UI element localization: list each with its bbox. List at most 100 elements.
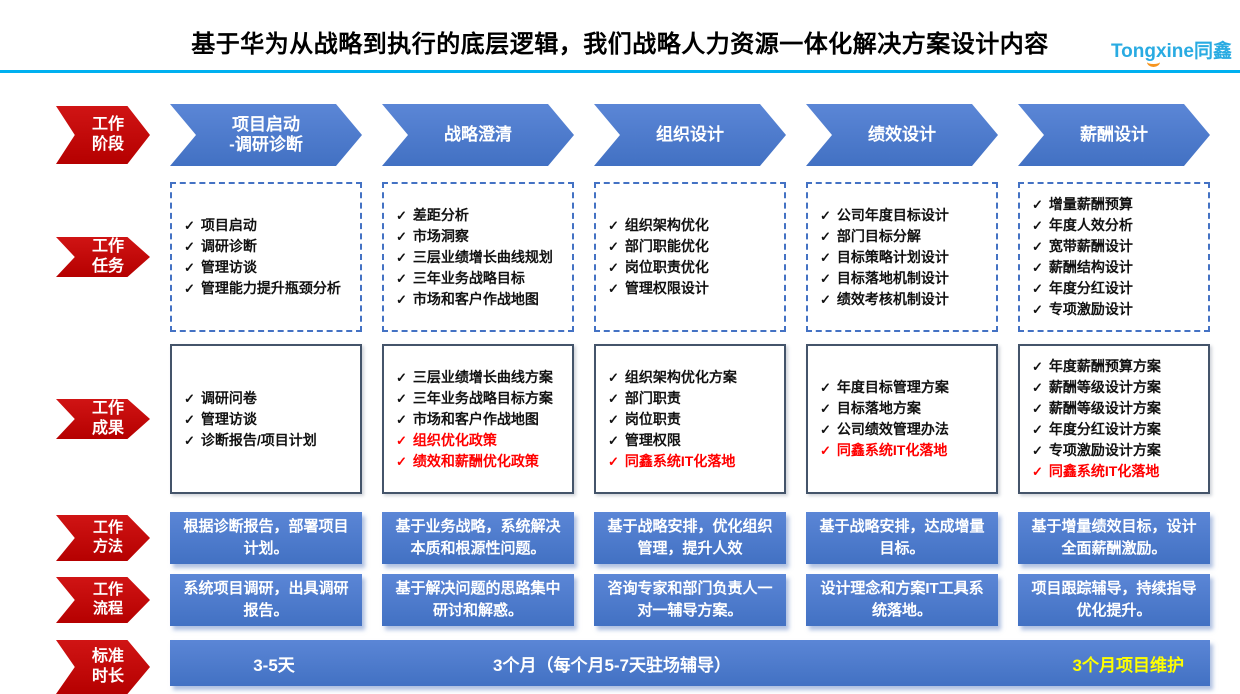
check-icon: ✓ [396, 291, 407, 307]
header-divider [0, 70, 1240, 73]
check-item-label: 薪酬等级设计方案 [1048, 379, 1161, 395]
check-item: ✓ 组织架构优化方案 [608, 367, 776, 388]
check-icon: ✓ [608, 390, 619, 406]
task-box-4: ✓公司年度目标设计✓部门目标分解✓目标策略计划设计✓目标落地机制设计✓绩效考核机… [806, 182, 998, 332]
result-box-2: ✓三层业绩增长曲线方案✓三年业务战略目标方案✓市场和客户作战地图✓组织优化政策✓… [382, 344, 574, 494]
method-box-2: 基于业务战略，系统解决本质和根源性问题。 [382, 512, 574, 564]
logo-text: Tongxine [1111, 41, 1194, 67]
check-icon: ✓ [184, 411, 195, 427]
check-item: ✓ 部门职责 [608, 388, 776, 409]
check-item-label: 薪酬等级设计方案 [1048, 400, 1161, 416]
row-label-process: 工作 流程 [56, 577, 150, 623]
check-item-label: 三层业绩增长曲线规划 [412, 248, 553, 265]
check-item-label: 部门职责 [624, 389, 681, 406]
check-icon: ✓ [820, 270, 831, 286]
check-item-label: 市场洞察 [412, 227, 469, 244]
task-box-3: ✓组织架构优化✓部门职能优化✓岗位职责优化✓管理权限设计 [594, 182, 786, 332]
check-item: ✓同鑫系统IT化落地 [608, 451, 776, 472]
check-icon: ✓ [396, 228, 407, 244]
check-item: ✓三年业务战略目标 [396, 268, 564, 289]
task-box-2: ✓差距分析✓市场洞察✓三层业绩增长曲线规划✓三年业务战略目标✓市场和客户作战地图 [382, 182, 574, 332]
check-item: ✓ 绩效和薪酬优化政策 [396, 451, 564, 472]
check-item: ✓管理能力提升瓶颈分析 [184, 278, 352, 299]
check-item-label: 市场和客户作战地图 [412, 290, 539, 307]
check-item: ✓管理访谈 [184, 257, 352, 278]
check-icon: ✓ [608, 432, 619, 448]
check-icon: ✓ [820, 207, 831, 223]
stage-arrow-label: 组织设计 [656, 124, 724, 144]
check-item-label: 调研诊断 [200, 238, 257, 254]
check-item: ✓年度人效分析 [1032, 215, 1200, 236]
check-item: ✓ 市场和客户作战地图 [396, 409, 564, 430]
check-item: ✓三年业务战略目标方案 [396, 388, 564, 409]
check-icon: ✓ [608, 369, 619, 385]
check-item-label: 组织架构优化 [624, 217, 709, 233]
duration-middle: 3个月（每个月5-7天驻场辅导） [492, 655, 732, 675]
check-icon: ✓ [184, 260, 195, 275]
check-icon: ✓ [1032, 281, 1043, 296]
check-item: ✓诊断报告/项目计划 [184, 430, 352, 451]
logo-suffix: 同鑫 [1193, 41, 1232, 62]
method-box-3: 基于战略安排，优化组织管理，提升人效 [594, 512, 786, 564]
check-item: ✓ 年度目标管理方案 [820, 377, 988, 398]
check-icon: ✓ [396, 453, 407, 469]
check-icon: ✓ [608, 260, 619, 275]
check-icon: ✓ [1032, 401, 1043, 416]
check-item: ✓差距分析 [396, 205, 564, 226]
process-box-3: 咨询专家和部门负责人一对一辅导方案。 [594, 574, 786, 626]
check-item-label: 部门职能优化 [624, 238, 709, 254]
check-icon: ✓ [396, 432, 407, 448]
check-icon: ✓ [1032, 380, 1043, 395]
check-item-label: 管理能力提升瓶颈分析 [200, 280, 341, 296]
check-item-label: 部门目标分解 [836, 227, 921, 244]
check-item-label: 岗位职责 [624, 410, 681, 427]
duration-left: 3-5天 [253, 655, 295, 675]
check-item: ✓组织架构优化 [608, 215, 776, 236]
check-icon: ✓ [184, 432, 195, 448]
check-icon: ✓ [1032, 443, 1043, 458]
check-item: ✓同鑫系统IT化落地 [1032, 461, 1200, 482]
process-box-2: 基于解决问题的思路集中研讨和解惑。 [382, 574, 574, 626]
check-item-label: 宽带薪酬设计 [1048, 238, 1133, 254]
duration-bar: 3-5天 3个月（每个月5-7天驻场辅导） 3个月项目维护 [170, 640, 1210, 686]
check-icon: ✓ [820, 401, 831, 416]
check-icon: ✓ [608, 411, 619, 427]
process-box-4: 设计理念和方案IT工具系统落地。 [806, 574, 998, 626]
check-item: ✓公司年度目标设计 [820, 205, 988, 226]
check-icon: ✓ [820, 380, 831, 395]
check-icon: ✓ [1032, 359, 1043, 374]
check-item-label: 绩效和薪酬优化政策 [412, 452, 539, 469]
method-box-4: 基于战略安排，达成增量目标。 [806, 512, 998, 564]
check-item: ✓ 薪酬等级设计方案 [1032, 398, 1200, 419]
check-item: ✓管理访谈 [184, 409, 352, 430]
check-icon: ✓ [820, 249, 831, 265]
check-item-label: 组织架构优化方案 [624, 368, 737, 385]
row-label-duration: 标准 时长 [56, 640, 150, 694]
check-item: ✓管理权限 [608, 430, 776, 451]
check-item: ✓ 薪酬等级设计方案 [1032, 377, 1200, 398]
check-item: ✓岗位职责优化 [608, 257, 776, 278]
check-item: ✓项目启动 [184, 215, 352, 236]
check-item: ✓薪酬结构设计 [1032, 257, 1200, 278]
check-item: ✓专项激励设计 [1032, 299, 1200, 320]
logo-smile-icon [1146, 57, 1160, 67]
check-icon: ✓ [820, 228, 831, 244]
check-icon: ✓ [1032, 197, 1043, 212]
stage-arrow-3: 组织设计 [594, 104, 786, 166]
check-item-label: 差距分析 [412, 206, 469, 223]
page-title: 基于华为从战略到执行的底层逻辑，我们战略人力资源一体化解决方案设计内容 [191, 31, 1049, 58]
result-box-1: ✓ 调研问卷 ✓管理访谈✓诊断报告/项目计划 [170, 344, 362, 494]
check-item-label: 年度分红设计 [1048, 280, 1133, 296]
check-item-label: 调研问卷 [200, 389, 257, 406]
row-label-stage: 工作 阶段 [56, 106, 150, 164]
check-icon: ✓ [396, 411, 407, 427]
check-item-label: 年度目标管理方案 [836, 379, 949, 395]
check-item: ✓三层业绩增长曲线方案 [396, 367, 564, 388]
check-item: ✓增量薪酬预算 [1032, 194, 1200, 215]
check-item-label: 年度分红设计方案 [1048, 421, 1161, 437]
check-item-label: 市场和客户作战地图 [412, 410, 539, 427]
stage-arrow-2: 战略澄清 [382, 104, 574, 166]
check-item-label: 公司绩效管理办法 [836, 421, 949, 437]
check-icon: ✓ [396, 369, 407, 385]
process-box-5: 项目跟踪辅导，持续指导优化提升。 [1018, 574, 1210, 626]
